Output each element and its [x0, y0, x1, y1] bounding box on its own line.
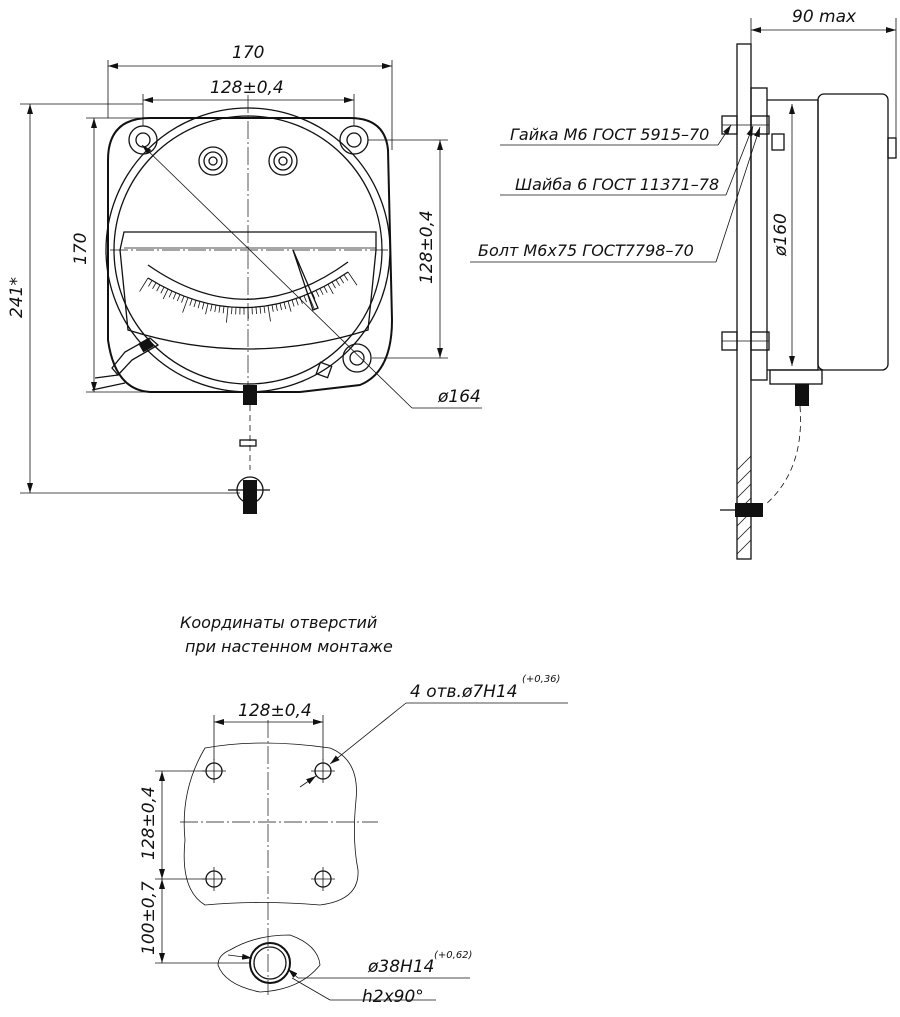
- scale-tick: [226, 306, 229, 323]
- housing-outline: [107, 117, 394, 393]
- scale-tick: [148, 280, 153, 287]
- scale-tick: [156, 284, 161, 292]
- scale-tick: [263, 306, 266, 314]
- scale-tick: [197, 301, 201, 309]
- scale-tick: [319, 288, 324, 295]
- top-bolt: [721, 115, 770, 135]
- dim-layout-lower-offset: 100±0,7: [139, 881, 159, 955]
- callout-washer: Шайба 6 ГОСТ 11371–78: [515, 175, 719, 194]
- scale-tick: [291, 299, 295, 307]
- scale-tick: [201, 302, 205, 310]
- scale-tick: [335, 279, 340, 286]
- scale-tick: [295, 298, 299, 306]
- mounting-hole-tl: [128, 125, 158, 155]
- break-outline: [183, 742, 359, 906]
- chamfer-callout: h2x90°: [362, 987, 424, 1007]
- small-lug: [315, 361, 333, 379]
- scale-tick: [259, 306, 262, 314]
- scale-tick: [210, 304, 213, 312]
- scale-tick: [193, 300, 197, 308]
- scale-tick: [162, 288, 169, 300]
- scale-tick: [181, 295, 185, 303]
- hole-layout-title-1: Координаты отверстий: [180, 613, 377, 632]
- bottom-bolt: [721, 331, 770, 351]
- scale-tick: [339, 277, 345, 284]
- scale-tick: [311, 292, 316, 299]
- dim-hole-spacing-v: 128±0,4: [417, 210, 437, 284]
- dim-hole-spacing-h: 128±0,4: [210, 78, 284, 98]
- side-view: 90 max ø160 Гайка М6 ГОСТ 5915–70 Шайба …: [470, 7, 897, 560]
- dim-layout-spacing-h: 128±0,4: [238, 701, 312, 721]
- adjust-knob-right: [268, 146, 298, 176]
- scale-tick: [327, 284, 334, 295]
- scale-tick: [331, 281, 336, 289]
- dim-overall-width: 170: [232, 43, 264, 63]
- dim-total-height: 241*: [7, 277, 27, 318]
- callout-nut: Гайка М6 ГОСТ 5915–70: [510, 125, 709, 144]
- scale-tick: [267, 305, 271, 322]
- scale-tick: [347, 271, 358, 286]
- mounting-hole-tr: [339, 125, 369, 155]
- scale-tick: [287, 300, 292, 312]
- side-terminal: [91, 337, 160, 391]
- dial-pointer: [292, 249, 319, 311]
- hole-layout-title-2: при настенном монтаже: [185, 637, 393, 656]
- hole-bl: [202, 867, 226, 891]
- scale-tick: [139, 277, 149, 292]
- dim-depth: 90 max: [792, 7, 857, 27]
- break-outline-lower: [217, 934, 321, 993]
- dim-body-diameter: ø160: [771, 213, 791, 257]
- scale-ticks: [139, 271, 358, 323]
- scale-tick: [255, 307, 257, 315]
- scale-tick: [323, 286, 328, 293]
- gauge-cover: [817, 93, 889, 371]
- scale-tick: [218, 305, 221, 313]
- adjust-knob-left: [198, 146, 228, 176]
- mounting-hole-br: [342, 343, 372, 373]
- scale-tick: [315, 290, 320, 297]
- scale-tick: [172, 292, 177, 300]
- holes-tolerance: (+0,36): [522, 674, 560, 685]
- scale-tick: [160, 286, 165, 294]
- scale-tick: [214, 305, 217, 313]
- dim-dial-diameter: ø164: [437, 387, 481, 407]
- scale-tick: [176, 294, 181, 302]
- scale-tick: [152, 282, 157, 290]
- scale-tick: [182, 297, 189, 313]
- dim-layout-spacing-v: 128±0,4: [139, 786, 159, 860]
- scale-window: [119, 231, 377, 350]
- cable-clamp: [228, 439, 270, 514]
- hole-layout-view: Координаты отверстий при настенном монта…: [139, 613, 568, 1007]
- scale-tick: [275, 304, 278, 312]
- scale-tick: [231, 307, 233, 315]
- scale-tick: [271, 304, 274, 312]
- hole-br: [311, 867, 335, 891]
- front-view: 170 128±0,4 241* 170 128±0,4 ø164: [7, 43, 482, 514]
- scale-tick: [189, 298, 193, 306]
- scale-tick: [205, 303, 209, 315]
- scale-tick: [279, 303, 283, 311]
- scale-tick: [283, 302, 287, 310]
- hole-tr: [311, 759, 335, 783]
- scale-tick: [343, 274, 349, 281]
- dim-overall-height: 170: [71, 233, 91, 265]
- callout-bolt: Болт М6х75 ГОСТ7798–70: [478, 241, 694, 260]
- scale-tick: [222, 306, 225, 314]
- hole-tl: [202, 759, 226, 783]
- mounting-flange: [750, 87, 768, 381]
- scale-tick: [168, 290, 173, 298]
- bottom-connector: [243, 385, 257, 405]
- large-hole: [249, 942, 291, 984]
- holes-callout: 4 отв.ø7H14: [410, 682, 518, 702]
- scale-tick: [303, 295, 307, 303]
- large-hole-tolerance: (+0,62): [434, 950, 472, 961]
- large-hole-callout: ø38H14: [367, 957, 434, 977]
